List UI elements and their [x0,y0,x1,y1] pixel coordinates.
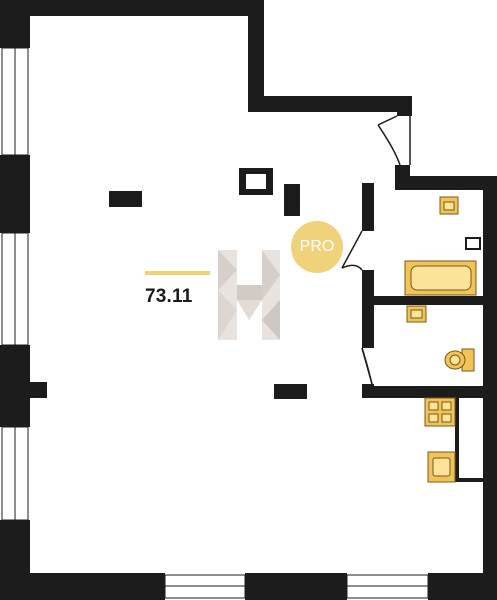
area-value: 73.11 [145,286,193,307]
boiler-icon [465,237,481,250]
columns [109,168,307,399]
sink-icon [439,196,459,215]
sink-icon [406,305,427,323]
interior-walls [362,183,483,482]
brand-logo-icon [218,250,280,340]
entrance-door [377,115,411,166]
area-accent-bar [145,271,210,275]
pro-badge-circle [291,221,343,273]
toilet-icon [444,348,475,372]
sink-icon [427,451,456,483]
fixtures [404,196,481,483]
bathtub-icon [404,260,477,296]
kitchen-stove-icon [424,397,456,427]
pro-badge-label: PRO [299,238,335,255]
windows [1,47,429,599]
bathroom-doors [341,230,373,385]
